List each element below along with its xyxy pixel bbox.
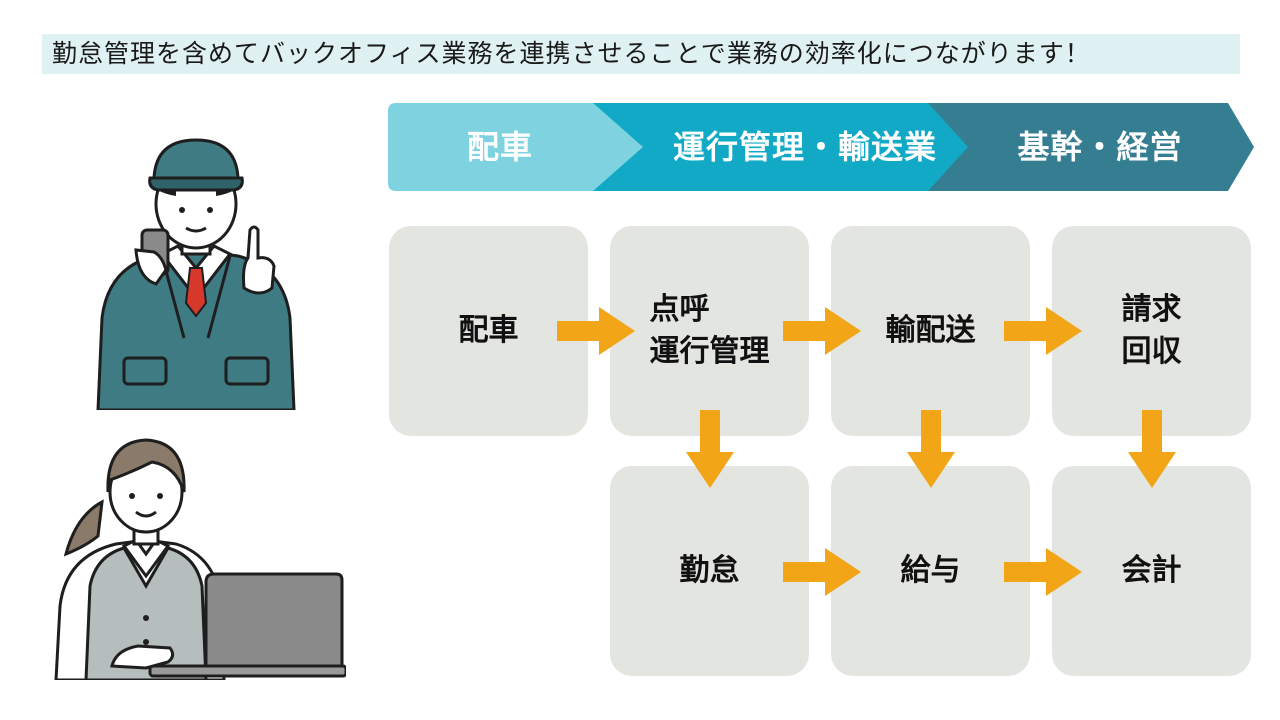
phase-label-core: 基幹・経営	[1017, 128, 1183, 166]
phase-chevron-bar	[388, 103, 1254, 191]
phase-label-operation: 運行管理・輸送業	[672, 128, 937, 166]
arrow-down-delivery-payroll	[907, 410, 955, 488]
box-dispatch-label: 配車	[458, 313, 519, 348]
box-delivery: 輸配送	[831, 226, 1030, 436]
arrow-right-attendance-payroll	[783, 548, 861, 596]
phase-chevron-1	[388, 103, 643, 191]
arrow-down-rollcall-attendance	[686, 410, 734, 488]
arrow-right-rollcall-delivery	[783, 307, 861, 355]
box-billing-label: 請求 回収	[1121, 292, 1182, 369]
box-payroll: 給与	[831, 466, 1030, 676]
arrow-right-delivery-billing	[1004, 307, 1082, 355]
arrow-down-billing-accounting	[1128, 410, 1176, 488]
box-billing: 請求 回収	[1052, 226, 1251, 436]
box-accounting: 会計	[1052, 466, 1251, 676]
office-worker-illustration	[54, 438, 346, 680]
box-rollcall: 点呼 運行管理	[610, 226, 809, 436]
driver-illustration	[96, 138, 296, 410]
box-payroll-label: 給与	[900, 553, 961, 588]
arrow-right-dispatch-rollcall	[557, 307, 635, 355]
box-dispatch: 配車	[389, 226, 588, 436]
headline: 勤怠管理を含めてバックオフィス業務を連携させることで業務の効率化につながります！	[42, 34, 1240, 74]
box-accounting-label: 会計	[1121, 553, 1182, 588]
arrow-right-payroll-accounting	[1004, 548, 1082, 596]
box-delivery-label: 輸配送	[885, 313, 976, 348]
phase-chevron-3	[908, 103, 1254, 191]
box-attendance: 勤怠	[610, 466, 809, 676]
phase-chevron-2	[593, 103, 968, 191]
box-rollcall-label: 点呼 運行管理	[649, 292, 770, 369]
box-attendance-label: 勤怠	[679, 553, 740, 588]
phase-label-dispatch: 配車	[466, 128, 533, 166]
